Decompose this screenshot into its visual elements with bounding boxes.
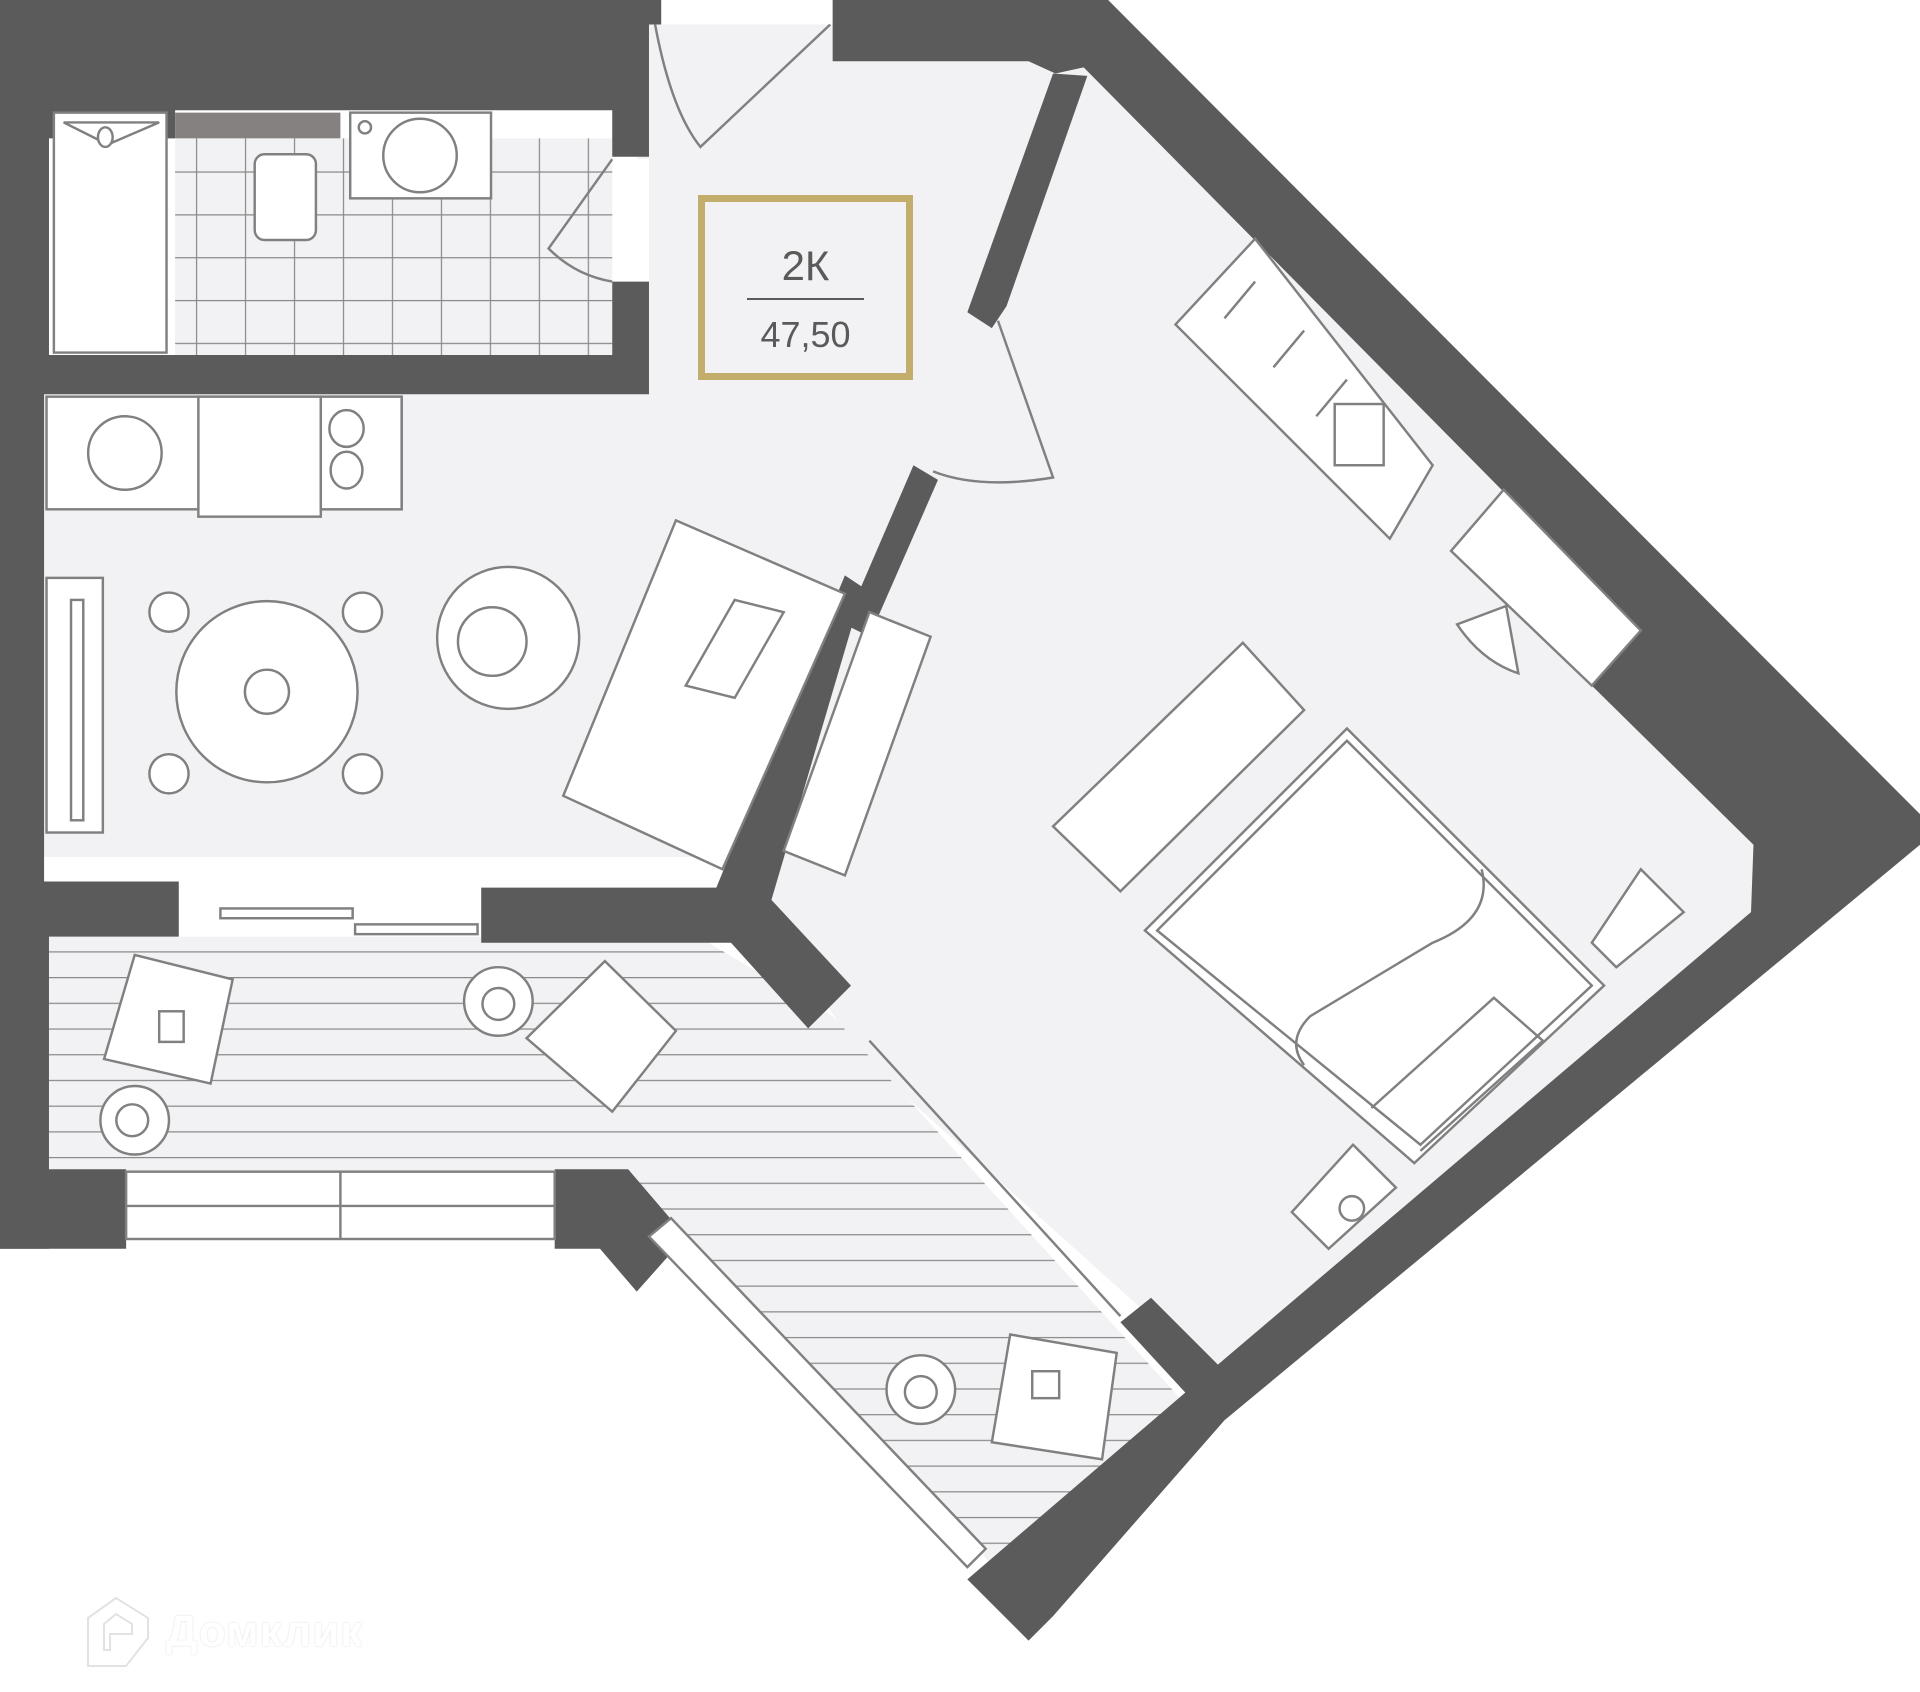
label-divider	[747, 298, 864, 300]
side-table	[99, 965, 534, 1156]
balcony-window-2	[647, 1039, 1122, 1569]
side-table	[885, 1354, 957, 1426]
nightstand	[1290, 867, 1686, 1251]
apartment-type: 2К	[781, 242, 830, 289]
house-logo-icon	[87, 1596, 149, 1667]
apartment-label: 2К 47,50	[698, 195, 913, 380]
kitchen-counter	[45, 395, 403, 518]
balcony-window	[124, 907, 556, 1241]
watermark: Домклик	[82, 1594, 363, 1670]
bathtub	[52, 111, 168, 354]
apartment-area: 47,50	[760, 314, 851, 355]
entry-door[interactable]	[653, 23, 832, 149]
tv-unit-kitchen	[45, 576, 105, 834]
tv-unit-bedroom	[782, 610, 933, 877]
wardrobe	[1173, 236, 1435, 541]
dining-table-with-chairs	[148, 591, 384, 795]
desk	[1449, 487, 1643, 688]
watermark-text: Домклик	[166, 1607, 364, 1656]
armchair	[524, 959, 678, 1114]
bathroom-door[interactable]	[546, 158, 614, 283]
double-bed	[1143, 726, 1606, 1165]
washbasin	[348, 111, 493, 200]
round-rug	[435, 565, 581, 711]
sofa	[561, 518, 847, 871]
armchair	[102, 953, 235, 1085]
bath-shelf	[175, 112, 341, 139]
bench	[1051, 641, 1306, 894]
bedroom-door[interactable]	[932, 320, 1055, 484]
floor-area	[44, 0, 1886, 1604]
toilet	[253, 153, 318, 242]
armchair	[990, 1333, 1119, 1461]
walls	[0, 0, 1920, 1641]
